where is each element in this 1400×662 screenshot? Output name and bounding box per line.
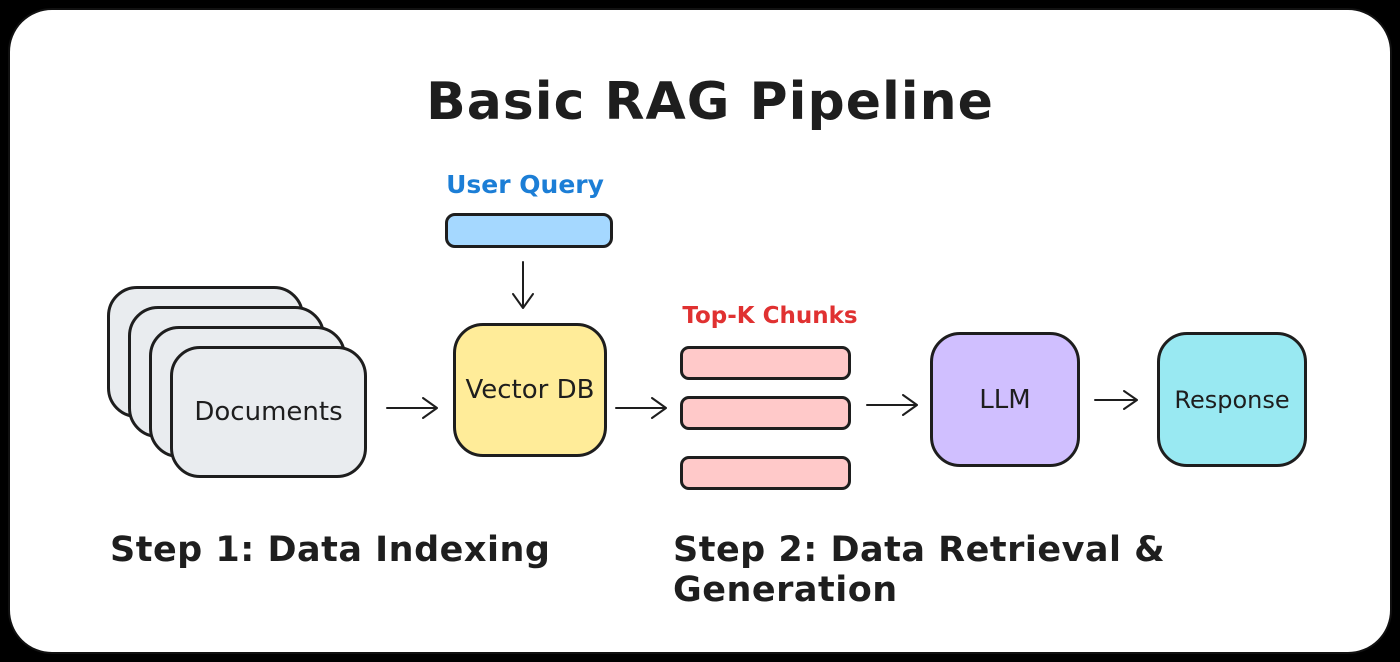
user-query-node	[445, 213, 613, 248]
diagram-canvas: Basic RAG Pipeline User Query Documents …	[8, 8, 1392, 654]
arrow-right-icon	[386, 397, 438, 419]
documents-node: Documents	[170, 346, 367, 478]
user-query-label: User Query	[446, 170, 604, 199]
arrow-vectordb-to-chunks	[614, 395, 670, 425]
arrow-query-to-vectordb	[510, 260, 536, 316]
arrow-right-icon	[615, 397, 667, 419]
arrow-documents-to-vectordb	[385, 395, 441, 425]
arrow-right-icon	[1094, 390, 1138, 410]
vector-db-label: Vector DB	[465, 375, 595, 405]
chunk-bar-2	[680, 396, 851, 430]
step1-label: Step 1: Data Indexing	[110, 530, 551, 570]
step2-label: Step 2: Data Retrieval & Generation	[673, 530, 1166, 610]
llm-label: LLM	[979, 384, 1031, 415]
llm-node: LLM	[930, 332, 1080, 467]
chunk-bar-3	[680, 456, 851, 490]
vector-db-node: Vector DB	[453, 323, 607, 457]
documents-label: Documents	[194, 397, 343, 427]
chunk-bar-1	[680, 346, 851, 380]
diagram-title: Basic RAG Pipeline	[426, 72, 994, 132]
top-k-chunks-label: Top-K Chunks	[682, 303, 858, 329]
response-label: Response	[1174, 385, 1290, 414]
arrow-chunks-to-llm	[865, 392, 921, 422]
arrow-llm-to-response	[1093, 387, 1141, 417]
arrow-right-icon	[866, 394, 918, 416]
arrow-down-icon	[512, 261, 534, 309]
response-node: Response	[1157, 332, 1307, 467]
